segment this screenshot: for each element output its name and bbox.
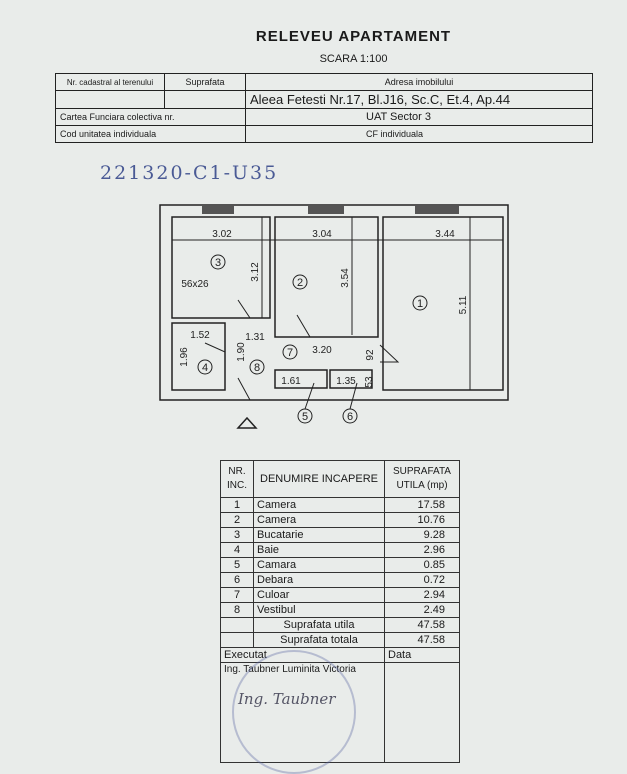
room-nr: 3 — [220, 527, 254, 543]
room-nr: 7 — [220, 587, 254, 603]
room-name: Culoar — [253, 587, 385, 603]
svg-text:7: 7 — [287, 347, 293, 359]
svg-text:2: 2 — [297, 277, 303, 289]
room-nr: 5 — [220, 557, 254, 573]
svg-text:5: 5 — [302, 411, 308, 423]
room-name: Camera — [253, 512, 385, 528]
dim-92: 92 — [365, 349, 376, 361]
property-info-table: Nr. cadastral al terenului Suprafata Adr… — [55, 73, 593, 143]
room-marker-5: 5 — [297, 382, 315, 424]
handwritten-note: 221320-C1-U35 — [100, 162, 279, 184]
room-5-outline — [274, 369, 328, 389]
util-label: Suprafata utila — [253, 617, 385, 633]
room-nr: 6 — [220, 572, 254, 588]
window-1 — [415, 206, 459, 214]
dim-302: 3.02 — [212, 229, 232, 240]
dim-344: 3.44 — [435, 229, 455, 240]
dim-56x26: 56x26 — [181, 279, 209, 290]
cf-label: CF individuala — [245, 125, 593, 143]
room-area: 2.94 — [384, 587, 460, 603]
dim-190: 1.90 — [236, 342, 247, 362]
dim-135: 1.35 — [336, 376, 356, 387]
room-area: 0.72 — [384, 572, 460, 588]
svg-text:3: 3 — [215, 257, 221, 269]
head-name: DENUMIRE INCAPERE — [253, 460, 385, 498]
dim-304: 3.04 — [312, 229, 332, 240]
room-marker-4: 4 — [197, 359, 213, 375]
dim-152: 1.52 — [190, 330, 210, 341]
dim-53: 53 — [364, 376, 375, 388]
room-3-outline — [171, 216, 271, 319]
room-area: 10.76 — [384, 512, 460, 528]
room-nr: 2 — [220, 512, 254, 528]
total-value: 47.58 — [384, 632, 460, 648]
head-area: SUPRAFATA UTILA (mp) — [384, 460, 460, 498]
room-nr: 8 — [220, 602, 254, 618]
room-name: Debara — [253, 572, 385, 588]
svg-text:4: 4 — [202, 362, 208, 374]
stamp-seal — [232, 650, 356, 774]
dim-354: 3.54 — [340, 268, 351, 288]
svg-text:8: 8 — [254, 362, 260, 374]
room-marker-3: 3 — [210, 254, 226, 270]
room-name: Camara — [253, 557, 385, 573]
room-area: 17.58 — [384, 497, 460, 513]
room-marker-7: 7 — [282, 344, 298, 360]
dim-320: 3.20 — [312, 345, 332, 356]
room-6-outline — [329, 369, 373, 389]
dim-511: 5.11 — [458, 295, 469, 314]
room-area: 2.49 — [384, 602, 460, 618]
dim-196: 1.96 — [179, 347, 190, 367]
window-3 — [202, 206, 234, 214]
room-marker-1: 1 — [412, 295, 428, 311]
data-label: Data — [384, 647, 460, 663]
room-marker-6: 6 — [342, 382, 358, 424]
svg-text:1: 1 — [417, 298, 423, 310]
room-name: Camera — [253, 497, 385, 513]
dim-312: 3.12 — [250, 262, 261, 282]
date-value — [384, 662, 460, 763]
room-name: Baie — [253, 542, 385, 558]
window-2 — [308, 206, 344, 214]
room-nr: 1 — [220, 497, 254, 513]
room-4-outline — [171, 322, 226, 391]
util-value: 47.58 — [384, 617, 460, 633]
dim-131: 1.31 — [245, 332, 265, 343]
room-marker-2: 2 — [292, 274, 308, 290]
room-nr: 4 — [220, 542, 254, 558]
entrance-triangle-icon — [236, 416, 258, 429]
room-1-outline — [382, 216, 504, 391]
room-marker-8: 8 — [249, 359, 265, 375]
room-name: Bucatarie — [253, 527, 385, 543]
signature: Ing. Taubner — [238, 690, 336, 708]
svg-text:6: 6 — [347, 411, 353, 423]
outer-wall — [159, 204, 509, 401]
dim-161: 1.61 — [281, 376, 301, 387]
room-name: Vestibul — [253, 602, 385, 618]
room-area: 2.96 — [384, 542, 460, 558]
room-area: 9.28 — [384, 527, 460, 543]
head-nr: NR. INC. — [220, 460, 254, 498]
room-area: 0.85 — [384, 557, 460, 573]
document-title: RELEVEU APARTAMENT — [255, 28, 452, 45]
scale-label: SCARA 1:100 — [319, 53, 388, 65]
total-label: Suprafata totala — [253, 632, 385, 648]
room-2-outline — [274, 216, 379, 338]
